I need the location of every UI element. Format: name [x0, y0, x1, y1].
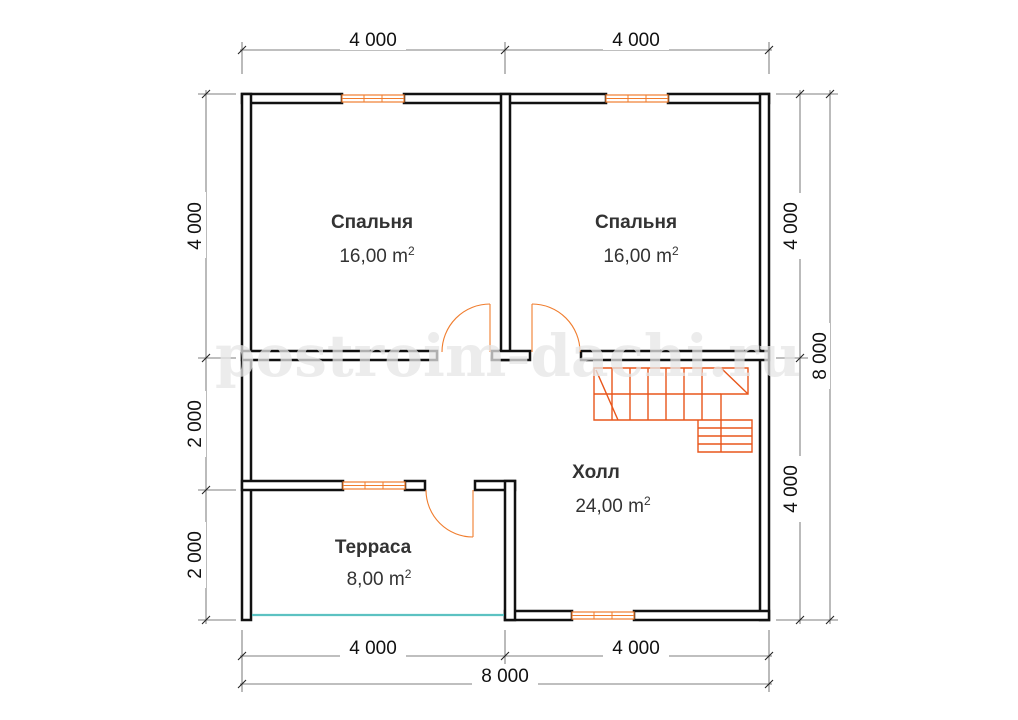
- room-area: 8,00 m2: [347, 567, 412, 590]
- watermark: postroim-dachi.ru: [215, 322, 801, 390]
- room-hall: Холл 24,00 m2: [572, 462, 651, 517]
- room-bedroom-right: Спальня 16,00 m2: [595, 212, 679, 267]
- wall-bottom-2: [632, 609, 771, 622]
- wall-top-1: [240, 92, 344, 105]
- room-name: Спальня: [331, 212, 413, 233]
- dim-right-top: 4 000: [781, 202, 802, 250]
- window-bedroom-right: [605, 94, 669, 103]
- window-hall-bottom: [571, 611, 635, 620]
- room-bedroom-left: Спальня 16,00 m2: [331, 212, 415, 267]
- dimension-labels: 4 000 4 000 4 000 4 000 8 000 4 000 2 00…: [184, 30, 831, 687]
- door-bedroom-left: [441, 303, 491, 353]
- dim-top-left: 4 000: [349, 30, 397, 51]
- wall-bedroom-divider: [499, 92, 512, 362]
- dim-right-total: 8 000: [810, 332, 831, 380]
- room-name: Спальня: [595, 212, 677, 233]
- wall-terrace-1: [240, 479, 345, 492]
- room-area: 16,00 m2: [603, 244, 679, 267]
- walls: [240, 92, 771, 622]
- dim-right-bottom: 4 000: [781, 465, 802, 513]
- dim-left-terrace: 2 000: [185, 531, 206, 579]
- window-bedroom-left: [341, 94, 405, 103]
- door-bedroom-right: [531, 303, 581, 353]
- dim-left-hall: 2 000: [185, 400, 206, 448]
- staircase: [593, 367, 753, 453]
- doors: [425, 303, 581, 538]
- dim-bottom-total: 8 000: [481, 666, 529, 687]
- room-name: Холл: [572, 462, 620, 483]
- room-name: Терраса: [335, 537, 412, 558]
- wall-terrace-2: [403, 479, 427, 492]
- windows: [341, 94, 669, 620]
- dim-top-right: 4 000: [612, 30, 660, 51]
- room-terrace: Терраса 8,00 m2: [335, 537, 412, 590]
- window-terrace: [342, 481, 406, 490]
- room-area: 24,00 m2: [575, 494, 651, 517]
- wall-terrace-side: [503, 479, 517, 622]
- wall-hall-left: [240, 349, 439, 362]
- wall-hall-mid: [490, 349, 532, 362]
- dim-left-bedroom: 4 000: [185, 202, 206, 250]
- dim-bottom-left: 4 000: [349, 638, 397, 659]
- wall-top-3: [666, 92, 771, 105]
- door-terrace: [425, 489, 474, 538]
- dim-bottom-right: 4 000: [612, 638, 660, 659]
- room-area: 16,00 m2: [339, 244, 415, 267]
- wall-hall-right: [579, 349, 771, 362]
